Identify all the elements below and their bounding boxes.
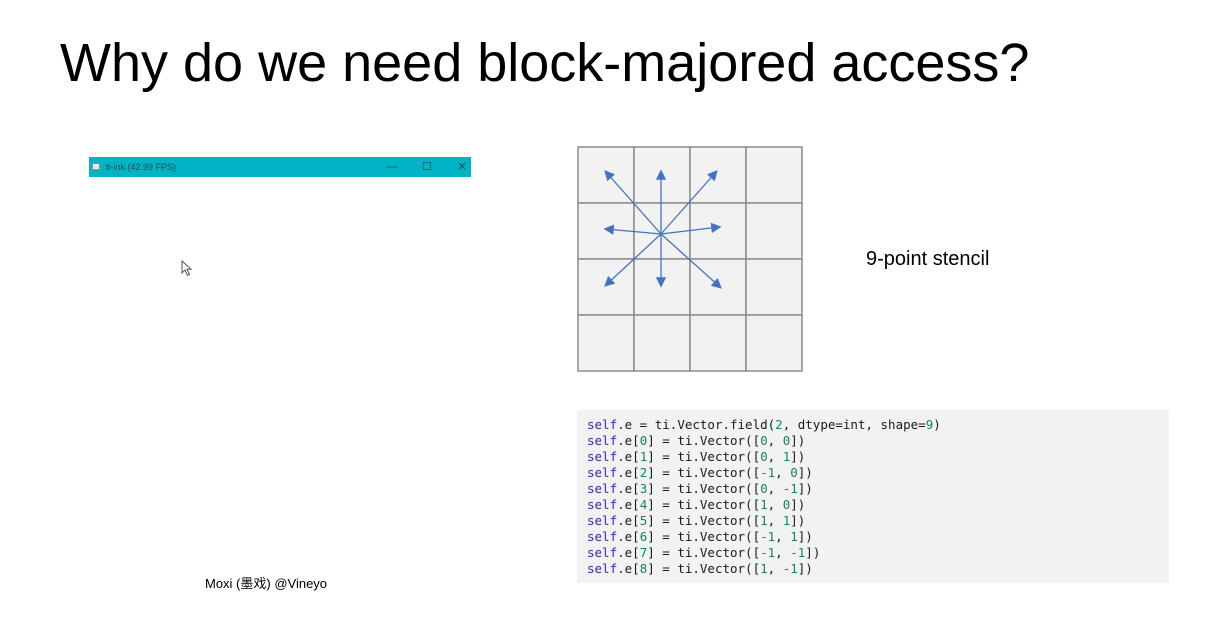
code-line: self.e = ti.Vector.field(2, dtype=int, s… [587,417,941,432]
code-line: self.e[5] = ti.Vector([1, 1]) [587,513,806,528]
close-button[interactable]: ✕ [452,157,472,177]
app-icon [92,163,100,170]
stencil-arrow [660,233,722,289]
stencil-label: 9-point stencil [866,248,990,270]
stencil-cell [745,202,803,260]
stencil-cell [633,314,691,372]
stencil-cell [745,258,803,316]
stencil-arrow [603,224,662,235]
minimize-button[interactable]: — [382,157,402,177]
stencil-arrow [660,222,722,235]
stencil-cell [577,314,635,372]
stencil-cell [689,314,747,372]
code-line: self.e[1] = ti.Vector([0, 1]) [587,449,806,464]
code-line: self.e[4] = ti.Vector([1, 0]) [587,497,806,512]
stencil-diagram [576,145,804,378]
code-block: self.e = ti.Vector.field(2, dtype=int, s… [577,410,1169,583]
stencil-cell [633,258,691,316]
code-line: self.e[6] = ti.Vector([-1, 1]) [587,529,813,544]
close-icon: ✕ [457,161,467,173]
code-line: self.e[2] = ti.Vector([-1, 0]) [587,465,813,480]
minimize-icon: — [386,161,398,173]
maximize-button[interactable]: ☐ [417,157,437,177]
slide-title: Why do we need block-majored access? [60,33,1030,93]
stencil-cell [745,314,803,372]
code-line: self.e[0] = ti.Vector([0, 0]) [587,433,806,448]
stencil-cell [689,146,747,204]
stencil-cell [689,202,747,260]
maximize-icon: ☐ [422,161,432,173]
code-line: self.e[8] = ti.Vector([1, -1]) [587,561,813,576]
credit: Moxi (墨戏) @Vineyo [205,576,328,591]
stencil-arrow [604,170,662,235]
mouse-pointer-icon [181,260,193,277]
stencil-grid [577,146,803,372]
app-window-titlebar[interactable]: ti-ink (42.99 FPS) — ☐ ✕ [89,157,471,177]
stencil-cell [745,146,803,204]
code-lines: self.e = ti.Vector.field(2, dtype=int, s… [587,417,1159,577]
stencil-arrow [604,233,662,287]
stencil-cell [633,146,691,204]
code-line: self.e[7] = ti.Vector([-1, -1]) [587,545,821,560]
window-title: ti-ink (42.99 FPS) [106,162,177,172]
stencil-arrow [660,170,718,235]
code-line: self.e[3] = ti.Vector([0, -1]) [587,481,813,496]
